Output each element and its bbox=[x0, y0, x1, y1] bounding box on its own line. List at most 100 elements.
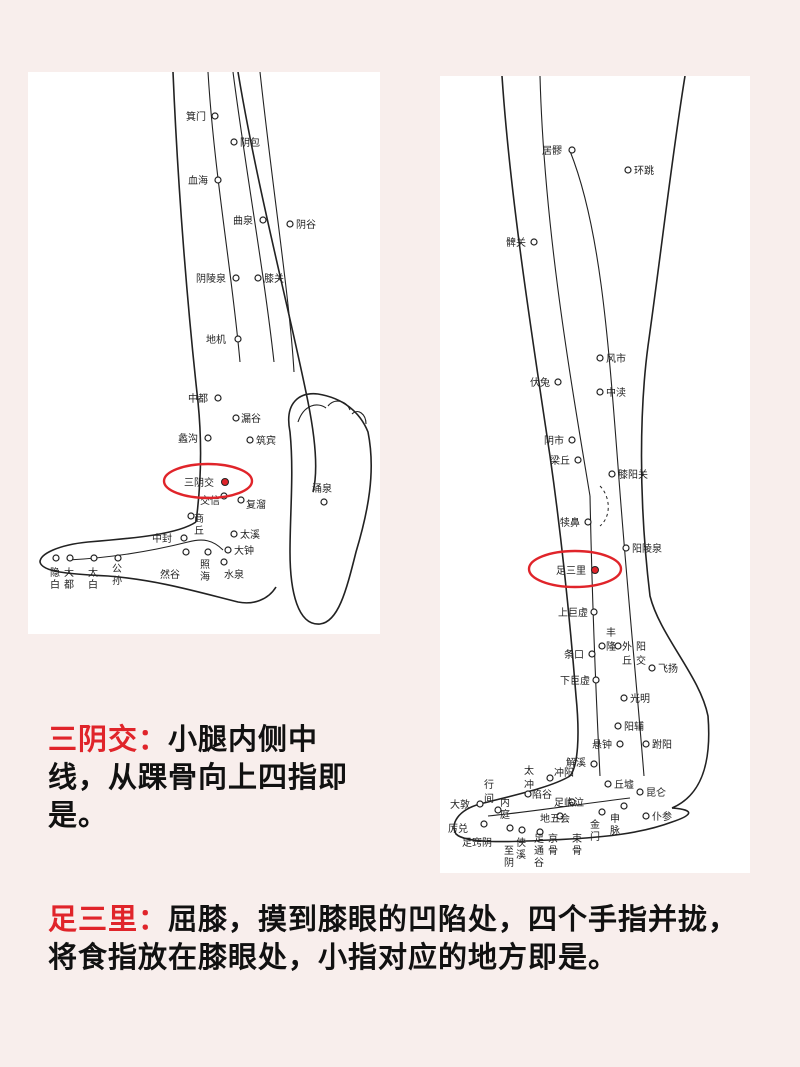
label-yangfu: 阳辅 bbox=[624, 720, 644, 733]
meridian-liver bbox=[232, 72, 275, 363]
outer-leg-diagram: 居髎 环跳 髀关 风市 伏兔 中渎 阴市 梁丘 膝阳关 犊鼻 阳陵泉 足三里 上… bbox=[440, 76, 750, 873]
label-dadun: 大敦 bbox=[450, 798, 470, 811]
label-gongsun-2: 孙 bbox=[112, 574, 122, 587]
point-tiaokou bbox=[588, 650, 596, 658]
point-kunlun bbox=[636, 788, 644, 796]
label-fuyang: 跗阳 bbox=[652, 738, 672, 751]
leg-outline-front bbox=[501, 76, 579, 777]
label-zhaohai-1: 照 bbox=[200, 559, 210, 571]
point-xiguan bbox=[254, 274, 262, 282]
label-zutonggu-1: 足 bbox=[534, 833, 544, 845]
point-diji bbox=[234, 335, 242, 343]
label-futu: 伏兔 bbox=[530, 376, 550, 389]
point-dadu bbox=[66, 554, 74, 562]
point-yangfu bbox=[614, 722, 622, 730]
point-zhongfeng bbox=[180, 534, 188, 542]
label-jiexi: 解溪 bbox=[566, 756, 586, 769]
point-xiangu bbox=[524, 790, 532, 798]
label-pucan: 仆参 bbox=[652, 810, 672, 823]
point-xuehai bbox=[214, 176, 222, 184]
meridian-kidney bbox=[259, 72, 295, 373]
meridian-stomach-upper bbox=[539, 76, 591, 497]
point-guangming bbox=[620, 694, 628, 702]
point-fuyang bbox=[642, 740, 650, 748]
label-qiuxu: 丘墟 bbox=[614, 778, 634, 791]
point-liangqiu bbox=[574, 456, 582, 464]
label-xuehai: 血海 bbox=[188, 174, 208, 187]
foot-outline bbox=[453, 775, 690, 843]
note-zusanli: 足三里：屈膝，摸到膝眼的凹陷处，四个手指并拢，将食指放在膝眼处，小指对应的地方即… bbox=[48, 900, 758, 976]
label-yangjiao-2: 交 bbox=[636, 654, 646, 667]
point-jimen bbox=[211, 112, 219, 120]
point-jinmen bbox=[598, 808, 606, 816]
label-diji: 地机 bbox=[206, 333, 226, 346]
point-shuiquan bbox=[220, 558, 228, 566]
point-taibai bbox=[90, 554, 98, 562]
label-taibai-1: 太 bbox=[88, 566, 98, 579]
label-zutonggu-3: 谷 bbox=[534, 857, 544, 869]
meridian-stomach-lower bbox=[589, 495, 601, 777]
note-sanyinjiao-title: 三阴交： bbox=[48, 722, 169, 756]
label-dadu-2: 都 bbox=[64, 579, 74, 591]
label-jinggu-1: 京 bbox=[548, 832, 558, 845]
point-shangjuxu bbox=[590, 608, 598, 616]
label-zhongdu: 中渎 bbox=[606, 386, 626, 399]
note-sanyinjiao-body: 小腿内侧中线，从踝骨向上四指即是。 bbox=[48, 722, 349, 832]
note-zusanli-title: 足三里： bbox=[48, 902, 169, 936]
label-shangqiu-2: 丘 bbox=[194, 525, 204, 537]
leg-outline-left bbox=[172, 72, 202, 523]
label-dadu-1: 大 bbox=[64, 566, 74, 579]
label-jinmen-1: 金 bbox=[590, 818, 600, 831]
inner-leg-diagram: 箕门 阴包 血海 曲泉 阴谷 阴陵泉 膝关 地机 中都 漏谷 蠡沟 筑宾 三阴交… bbox=[28, 72, 380, 634]
point-zusanli bbox=[591, 566, 599, 574]
point-neiting bbox=[494, 806, 502, 814]
label-shangjuxu: 上巨虚 bbox=[558, 607, 588, 619]
label-xiyangguan: 膝阳关 bbox=[618, 468, 648, 481]
point-fengshi bbox=[596, 354, 604, 362]
label-feiyang: 飞扬 bbox=[658, 662, 678, 675]
label-zhubin: 筑宾 bbox=[256, 434, 276, 447]
label-ququan: 曲泉 bbox=[233, 214, 253, 227]
label-xiangu: 陷谷 bbox=[532, 788, 552, 801]
label-liangqiu: 梁丘 bbox=[550, 454, 570, 467]
label-xiajuxu: 下巨虚 bbox=[560, 675, 590, 687]
point-diwuhui bbox=[556, 812, 564, 820]
point-rangu bbox=[182, 548, 190, 556]
point-dazhong bbox=[224, 546, 232, 554]
label-fenglong-2: 隆 bbox=[606, 640, 616, 653]
label-zhongdu: 中都 bbox=[188, 392, 208, 405]
point-sanyinjiao bbox=[221, 478, 229, 486]
label-jinmen-2: 门 bbox=[590, 830, 600, 843]
point-biguan bbox=[530, 238, 538, 246]
label-taichong-2: 冲 bbox=[524, 778, 534, 791]
label-huantiao: 环跳 bbox=[634, 164, 654, 177]
point-futu bbox=[554, 378, 562, 386]
label-jimen: 箕门 bbox=[186, 110, 206, 123]
meridian-spleen bbox=[207, 72, 241, 363]
point-shangqiu bbox=[187, 512, 195, 520]
point-xiaxi bbox=[518, 826, 526, 834]
point-zuqiaoyin bbox=[506, 824, 514, 832]
label-sanyinjiao: 三阴交 bbox=[184, 476, 214, 489]
label-ligou: 蠡沟 bbox=[178, 432, 198, 445]
label-juliao: 居髎 bbox=[542, 145, 562, 157]
label-yangjiao-1: 阳 bbox=[636, 641, 646, 653]
label-yanglingquan: 阳陵泉 bbox=[632, 542, 662, 555]
label-xingjian-2: 间 bbox=[484, 792, 494, 805]
label-yinshi: 阴市 bbox=[544, 434, 564, 447]
label-zuqiaoyin: 足窍阴 bbox=[462, 836, 492, 849]
label-shuiquan: 水泉 bbox=[224, 568, 244, 581]
point-yinlingquan bbox=[232, 274, 240, 282]
point-zhubin bbox=[246, 436, 254, 444]
label-jinggu-2: 骨 bbox=[548, 845, 558, 857]
label-neiting-1: 内 bbox=[500, 796, 510, 809]
label-fenglong-1: 丰 bbox=[606, 626, 616, 639]
label-shugu-2: 骨 bbox=[572, 845, 582, 857]
point-dubi bbox=[584, 518, 592, 526]
label-fuliu: 复溜 bbox=[246, 498, 266, 511]
label-shugu-1: 束 bbox=[572, 833, 582, 845]
point-shenmai bbox=[620, 802, 628, 810]
toes bbox=[297, 400, 367, 425]
label-guangming: 光明 bbox=[630, 692, 650, 705]
meridian-gallbladder bbox=[569, 150, 645, 777]
